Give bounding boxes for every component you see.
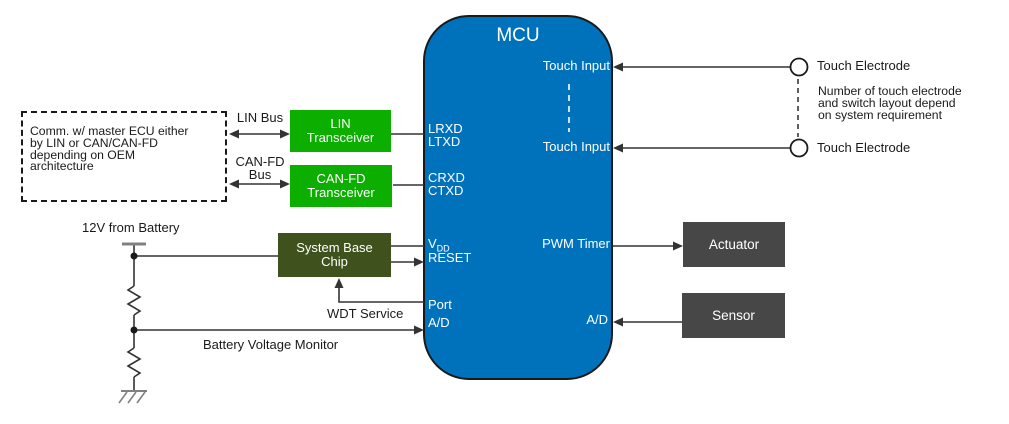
pin-label-crxd: CRXD [428, 170, 465, 185]
mcu-pin-port: Port [428, 297, 452, 312]
touch-electrode-circle-2 [789, 138, 809, 158]
resistor-upper [126, 285, 142, 316]
pin-label-ltxd: LTXD [428, 133, 461, 149]
touch-electrode-circle-1 [789, 57, 809, 77]
vdd-sub: DD [436, 243, 450, 254]
sbc-line2: Chip [321, 254, 348, 269]
comm-note-line1: Comm. w/ master ECU either [30, 124, 189, 138]
vdd-main: V [428, 236, 437, 251]
junction-dot-top [130, 252, 138, 260]
mcu-pin-ad-right: A/D [586, 312, 608, 327]
resistor-lower [126, 347, 142, 378]
comm-note-line2: by LIN or CAN/CAN-FD [30, 135, 158, 150]
arrowhead-lin-left [229, 129, 239, 139]
canfd-bus-line1: CAN-FD [235, 154, 285, 169]
comm-note-line3: depending on OEM [30, 147, 136, 162]
canfd-bus-label: CAN-FD Bus [229, 154, 291, 182]
touch-electrode-label-2: Touch Electrode [817, 140, 911, 155]
mcu-pin-touch-input-2: Touch Input [542, 139, 610, 154]
comm-note-line4: architecture [30, 159, 94, 174]
mcu-pin-pwm-timer: PWM Timer [542, 236, 610, 251]
ground-hatch-1 [118, 391, 128, 404]
wdt-service-label: WDT Service [327, 306, 404, 321]
canfd-transceiver-line1: CAN-FD [316, 170, 366, 186]
mcu-pin-vdd: VDD [428, 236, 450, 255]
touch-note: Number of touch electrode and switch lay… [818, 85, 962, 121]
lin-transceiver-line2: Transceiver [306, 130, 375, 145]
mcu-title: MCU [496, 25, 540, 46]
touch-electrode-label-1: Touch Electrode [817, 58, 911, 73]
mcu-pin-touch-input-1: Touch Input [542, 58, 610, 73]
mcu-block [423, 15, 613, 380]
mcu-pin-reset: RESET [428, 250, 472, 265]
canfd-bus-line2: Bus [248, 166, 272, 182]
touch-note-line3: on system requirement [818, 108, 942, 122]
junction-dot-mid [130, 326, 138, 334]
actuator-block: Actuator [683, 222, 785, 267]
touch-note-line1: Number of touch electrode [818, 84, 962, 98]
sbc-line1: System Base [296, 239, 373, 255]
pin-label-lrxd: LRXD [428, 121, 463, 136]
lin-transceiver-line1: LIN [330, 115, 351, 131]
battery-voltage-monitor-label: Battery Voltage Monitor [203, 337, 339, 352]
mcu-pin-lrxd-ltxd: LRXD LTXD [428, 121, 463, 149]
arrowhead-touch-2 [613, 143, 623, 153]
canfd-transceiver-block: CAN-FD Transceiver [290, 165, 392, 207]
ground-hatch-2 [127, 391, 137, 404]
sensor-block: Sensor [682, 293, 785, 338]
lin-bus-label: LIN Bus [236, 110, 284, 125]
arrowhead-wdt-up [334, 278, 344, 288]
arrowhead-touch-1 [613, 62, 623, 72]
comm-note-box: Comm. w/ master ECU either by LIN or CAN… [21, 111, 227, 202]
ground-hatch-3 [136, 391, 146, 404]
battery-12v-label: 12V from Battery [82, 220, 180, 235]
arrowhead-lin-right [280, 129, 290, 139]
pin-label-ctxd: CTXD [428, 182, 464, 198]
mcu-pin-ad-left: A/D [428, 315, 450, 330]
touch-note-line2: and switch layout depend [818, 96, 956, 110]
wdt-service-line [338, 287, 424, 303]
arrowhead-ad-right-pin [613, 317, 623, 327]
arrowhead-actuator [673, 241, 683, 251]
lin-transceiver-block: LIN Transceiver [290, 110, 391, 152]
mcu-pin-crxd-ctxd: CRXD CTXD [428, 170, 465, 198]
canfd-transceiver-line2: Transceiver [307, 185, 375, 200]
system-base-chip-block: System Base Chip [278, 233, 391, 277]
